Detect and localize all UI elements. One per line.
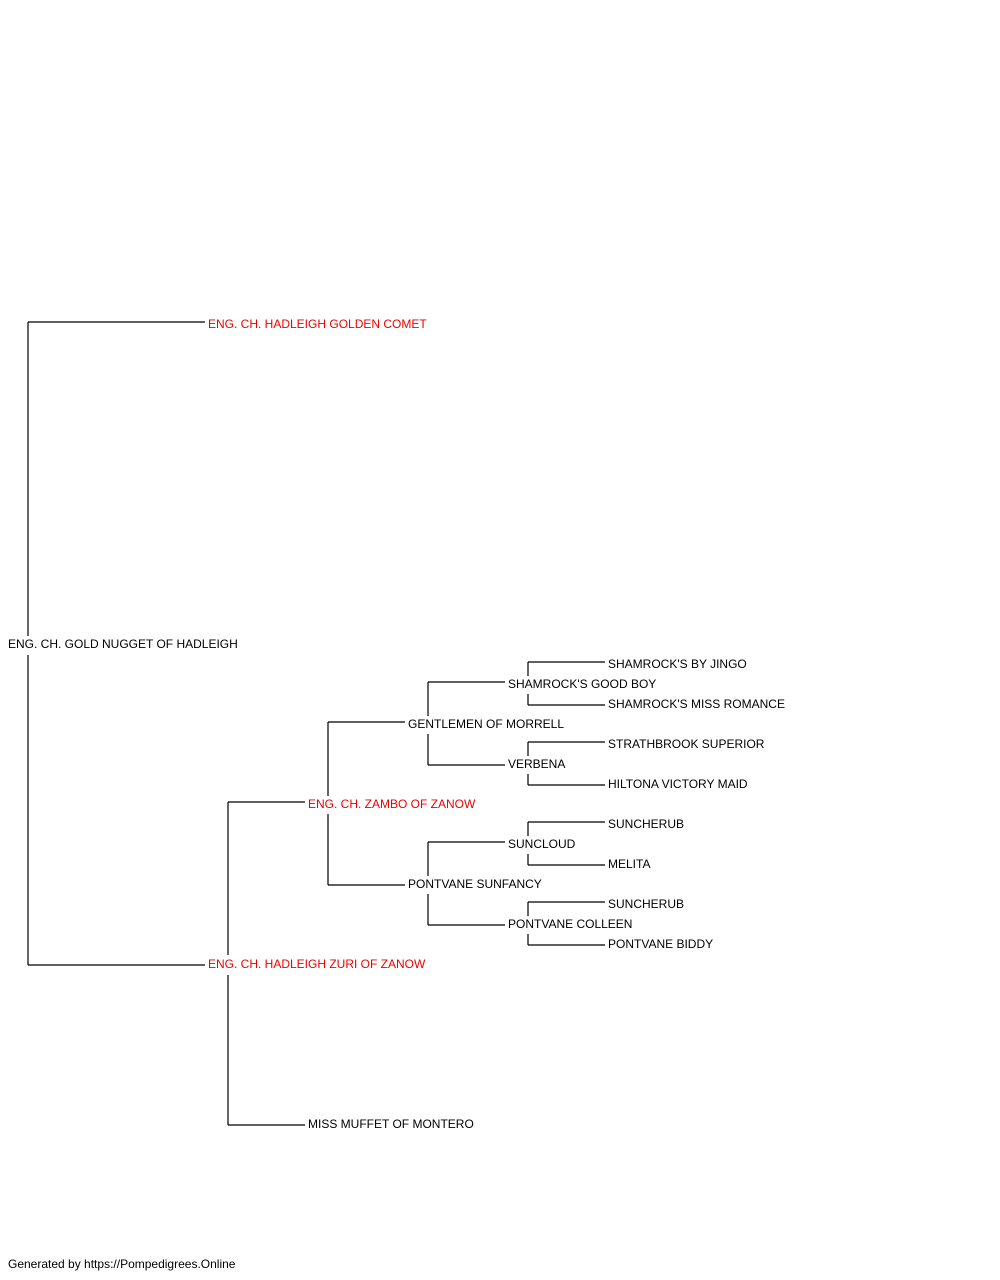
- shamrocks-good-boy-name: SHAMROCK'S GOOD BOY: [508, 677, 657, 691]
- strathbrook-superior-name: STRATHBROOK SUPERIOR: [608, 737, 765, 751]
- melita-name: MELITA: [608, 857, 651, 871]
- gentlemen-of-morrell-name: GENTLEMEN OF MORRELL: [408, 717, 565, 731]
- dam-sire-name: ENG. CH. ZAMBO OF ZANOW: [308, 797, 476, 811]
- shamrocks-by-jingo-name: SHAMROCK'S BY JINGO: [608, 657, 747, 671]
- suncherub-2-name: SUNCHERUB: [608, 897, 685, 911]
- pontvane-sunfancy-name: PONTVANE SUNFANCY: [408, 877, 542, 891]
- subject-name: ENG. CH. GOLD NUGGET OF HADLEIGH: [8, 637, 238, 651]
- hiltona-victory-maid-name: HILTONA VICTORY MAID: [608, 777, 748, 791]
- footer-credit[interactable]: Generated by https://Pompedigrees.Online: [8, 1257, 236, 1271]
- shamrocks-miss-romance-name: SHAMROCK'S MISS ROMANCE: [608, 697, 785, 711]
- verbena-name: VERBENA: [508, 757, 566, 771]
- pontvane-colleen-name: PONTVANE COLLEEN: [508, 917, 633, 931]
- sire-name: ENG. CH. HADLEIGH GOLDEN COMET: [208, 317, 427, 331]
- dam-dam-name: MISS MUFFET OF MONTERO: [308, 1117, 474, 1131]
- suncloud-name: SUNCLOUD: [508, 837, 576, 851]
- suncherub-1-name: SUNCHERUB: [608, 817, 685, 831]
- dam-name: ENG. CH. HADLEIGH ZURI OF ZANOW: [208, 957, 426, 971]
- pontvane-biddy-name: PONTVANE BIDDY: [608, 937, 714, 951]
